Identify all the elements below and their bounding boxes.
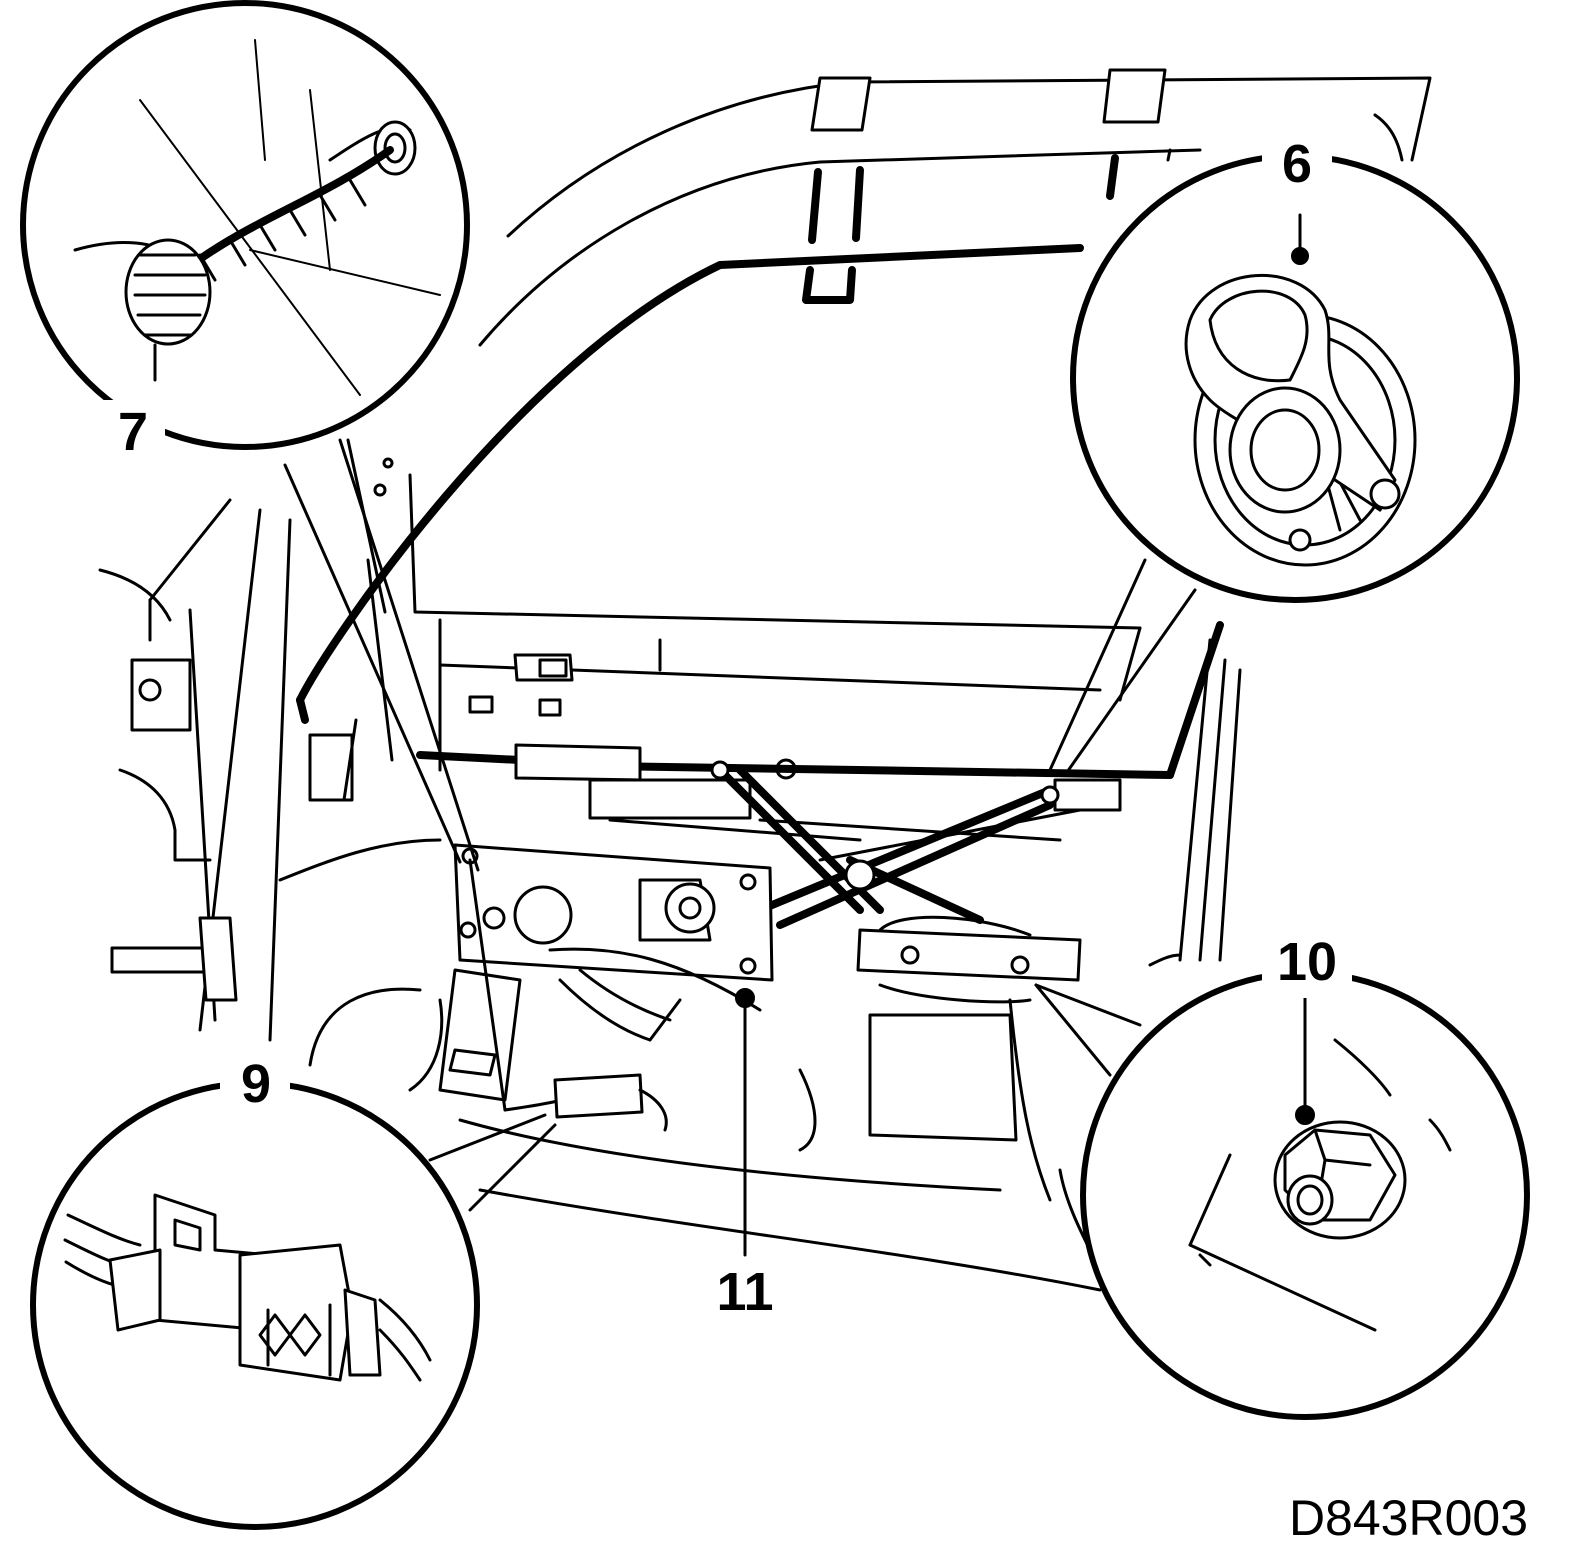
leader-lines: [283, 438, 1197, 1257]
door-frame: [98, 68, 1432, 1292]
callout-labels: 6 7 9 10 11: [95, 128, 1352, 1322]
rear-guide-rail: [296, 457, 394, 802]
callout-7: 7: [118, 402, 148, 462]
callout-10: 10: [1277, 932, 1337, 992]
callout-6: 6: [1282, 134, 1312, 194]
callout-9: 9: [241, 1054, 271, 1114]
inner-panel-openings: [468, 653, 1018, 1152]
figure-code: D843R003: [1289, 1490, 1528, 1546]
detail-circle-9: [30, 1080, 480, 1530]
callout-11: 11: [716, 1262, 773, 1322]
detail-circle-7: [20, 0, 470, 450]
window-regulator: [416, 621, 1224, 1132]
detail-circle-6: [1070, 153, 1520, 603]
detail-circle-10: [1080, 970, 1530, 1420]
